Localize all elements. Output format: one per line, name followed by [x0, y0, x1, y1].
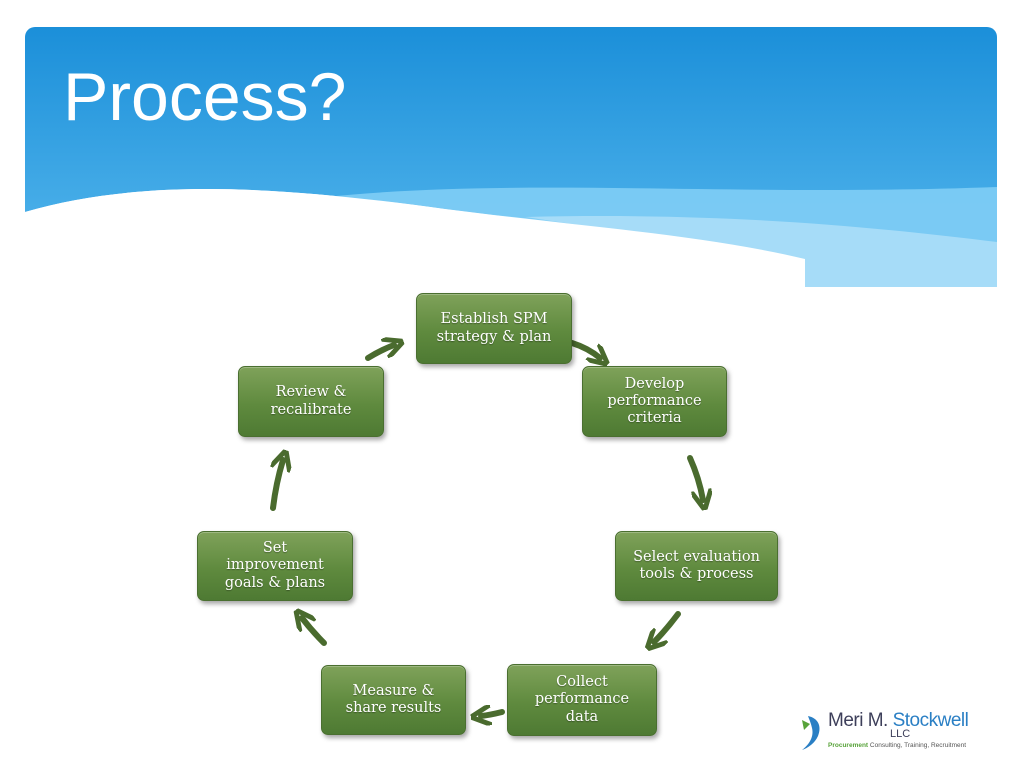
arrow-2-to-3 [687, 455, 703, 500]
logo-suffix: LLC [890, 728, 911, 740]
header-wave-graphic [25, 27, 997, 287]
arrow-6-to-7 [270, 460, 283, 511]
logo-name: Meri M. Stockwell [828, 710, 969, 731]
arrow-4-to-5 [481, 712, 505, 716]
header-banner [25, 27, 997, 287]
step-measure-share: Measure & share results [321, 665, 466, 735]
slide-title: Process? [63, 59, 347, 135]
step-select-tools: Select evaluation tools & process [615, 531, 778, 601]
company-logo: Meri M. Stockwell LLC Procurement Consul… [800, 708, 990, 758]
step-collect-data: Collect performance data [507, 664, 657, 736]
arrow-3-to-4 [654, 611, 681, 642]
logo-tagline: Procurement Consulting, Training, Recrui… [828, 742, 967, 749]
step-develop-criteria: Develop performance criteria [582, 366, 727, 437]
step-review-recalibrate: Review & recalibrate [238, 366, 384, 437]
arrow-7-to-1 [365, 345, 394, 361]
arrow-5-to-6 [302, 618, 327, 646]
step-establish-strategy: Establish SPM strategy & plan [416, 293, 572, 364]
arrow-1-to-2 [569, 340, 600, 358]
logo-swoosh-icon [802, 716, 820, 750]
step-set-goals: Set improvement goals & plans [197, 531, 353, 601]
